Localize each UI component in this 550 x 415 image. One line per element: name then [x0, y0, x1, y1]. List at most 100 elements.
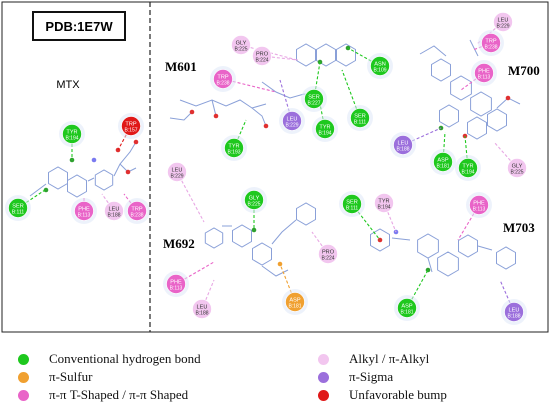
residue-code: PHE [78, 207, 90, 213]
ligand-ring [437, 251, 459, 277]
residue-code: TYR [319, 125, 330, 131]
residue-number: B:188 [107, 213, 120, 219]
legend-item-pi-sulfur: π-Sulfur [18, 369, 92, 385]
m601-interaction-line [341, 69, 361, 119]
residue-code: TYR [66, 130, 77, 136]
m700-title: M700 [508, 63, 540, 78]
residue-number: B:188 [195, 311, 208, 317]
residue-code: PHE [473, 201, 485, 207]
residue-code: SER [354, 114, 366, 120]
legend-dot-icon [318, 389, 329, 401]
residue-node [167, 162, 187, 182]
legend-item-pi-pi: π-π T-Shaped / π-π Shaped [18, 387, 188, 403]
residue-node [374, 193, 394, 213]
residue-code: LEU [498, 18, 509, 24]
ligand-chain [211, 99, 217, 117]
ligand-ring [252, 242, 272, 266]
residue-number: B:181 [436, 164, 449, 170]
pdb-header-text: PDB:1E7W [45, 19, 113, 34]
residue-number: B:194 [318, 131, 331, 137]
residue-number: B:194 [461, 170, 474, 176]
residue-node [504, 302, 524, 322]
ligand-chain [469, 39, 479, 57]
residue-node [166, 274, 186, 294]
residue-node [350, 108, 370, 128]
ligand-ring [336, 43, 356, 67]
legend-dot-icon [318, 353, 329, 365]
pdb-header-box [32, 11, 126, 41]
panel-frame [1, 1, 549, 333]
ligand-ring [316, 43, 336, 67]
residue-number: B:227 [307, 101, 320, 107]
residue-number: B:188 [396, 147, 409, 153]
residue-code: PRO [322, 250, 335, 256]
legend-label: π-π T-Shaped / π-π Shaped [49, 387, 189, 402]
ligand-ring [458, 234, 478, 258]
ligand-atom [189, 109, 195, 115]
legend-item-pi-sigma: π-Sigma [318, 369, 393, 385]
residue-number: B:111 [12, 210, 25, 216]
ligand-chain [29, 183, 47, 197]
residue-number: B:188 [507, 314, 520, 320]
residue-node [474, 63, 494, 83]
legend-dot-icon [18, 389, 29, 401]
ligand-ring [496, 246, 516, 270]
residue-node [458, 158, 478, 178]
ligand-chain [251, 107, 267, 127]
residue-code: PRO [256, 52, 269, 58]
residue-code: TYR [462, 164, 473, 170]
residue-code: GLY [512, 164, 523, 170]
ligand-ring [48, 166, 68, 190]
residue-number: B:229 [170, 174, 183, 180]
residue-number: B:113 [78, 213, 91, 219]
residue-number: B:238 [484, 45, 497, 51]
legend-item-conventional-hbond: Conventional hydrogen bond [18, 351, 201, 367]
residue-number: B:157 [124, 128, 137, 134]
residue-node [285, 292, 305, 312]
residue-code: TRP [217, 75, 228, 81]
ligand-ring [417, 233, 439, 259]
residue-number: B:181 [288, 304, 301, 310]
residue-code: GLY [236, 41, 247, 47]
residue-number: B:194 [65, 136, 78, 142]
ligand-chain [477, 245, 493, 251]
ligand-ring [487, 108, 507, 132]
residue-number: B:113 [473, 207, 486, 213]
ligand-structures [29, 39, 521, 277]
residue-node [481, 33, 501, 53]
residue-code: TRP [125, 122, 136, 128]
residue-code: ASN [374, 62, 386, 68]
residue-node [315, 119, 335, 139]
residue-number: B:225 [247, 202, 260, 208]
residue-number: B:224 [321, 256, 334, 262]
ligand-ring [204, 227, 224, 249]
residue-node [397, 298, 417, 318]
residue-number: B:181 [400, 310, 413, 316]
legend-label: π-Sigma [349, 369, 394, 384]
residue-node [318, 244, 338, 264]
residue-code: GLY [249, 196, 260, 202]
residue-number: B:238 [216, 81, 229, 87]
residue-number: B:113 [170, 286, 183, 292]
ligand-chain [419, 45, 447, 57]
ligand-atom [91, 157, 97, 163]
ligand-atom [263, 123, 269, 129]
ligand-ring [470, 91, 492, 117]
